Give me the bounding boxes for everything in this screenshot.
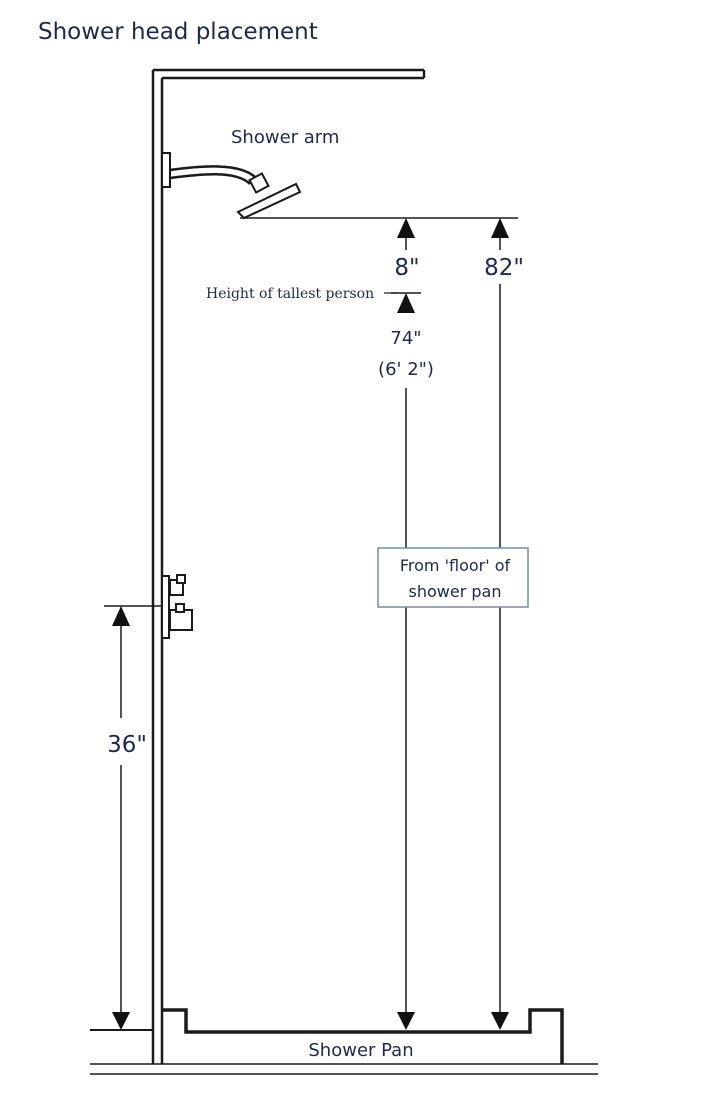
- wall: [151, 68, 426, 1064]
- person-height-value: 74": [390, 328, 421, 349]
- shower-arm-label: Shower arm: [231, 127, 339, 148]
- person-height-dimension: [397, 388, 415, 1030]
- floor-note-box: [377, 547, 529, 608]
- head-height-value: 82": [484, 255, 524, 281]
- floor-note-line1: From 'floor' of: [400, 556, 511, 575]
- clearance-dimension: [391, 218, 421, 313]
- shower-pan-label: Shower Pan: [308, 1040, 413, 1061]
- floor-note-line2: shower pan: [409, 582, 502, 601]
- tallest-person-label: Height of tallest person: [206, 286, 374, 302]
- diagram-title: Shower head placement: [38, 19, 318, 45]
- person-height-feet: (6' 2"): [378, 359, 434, 380]
- valve-height-dimension: [104, 605, 162, 1030]
- valve-icon: [161, 574, 193, 639]
- valve-height-value: 36": [107, 732, 147, 758]
- head-height-dimension: [491, 218, 509, 1030]
- shower-pan: [162, 1008, 564, 1064]
- clearance-value: 8": [394, 255, 419, 281]
- shower-head-icon: [161, 152, 302, 220]
